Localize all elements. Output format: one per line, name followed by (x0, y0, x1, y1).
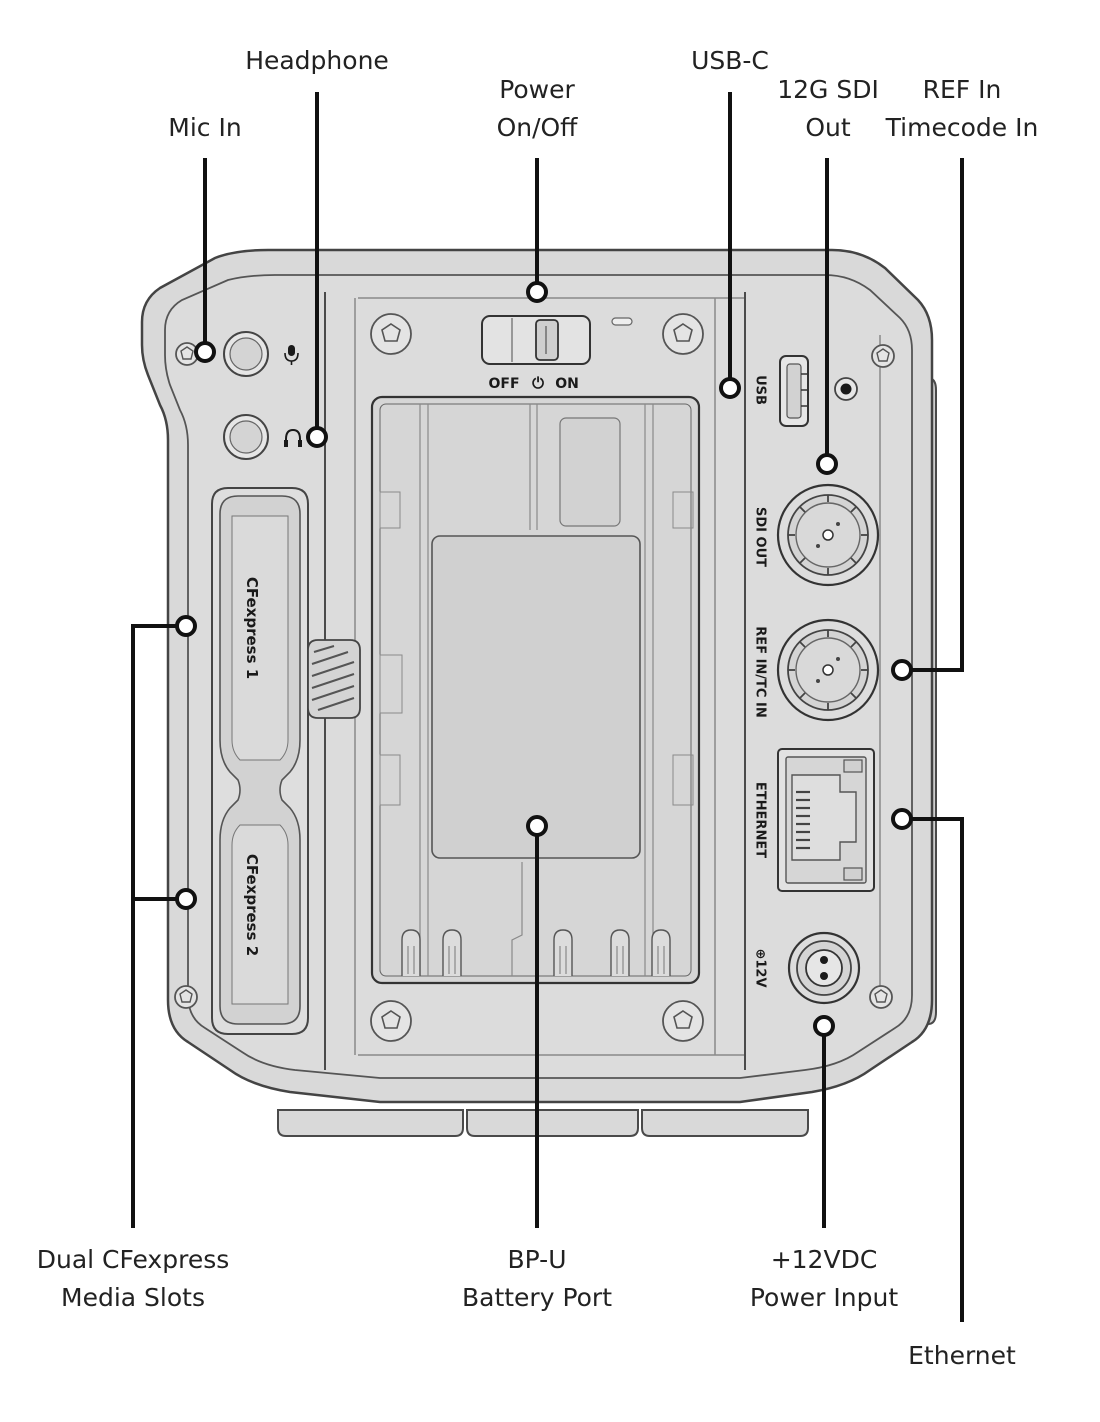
ethernet-callout: Ethernet (908, 1341, 1016, 1370)
cfexpress-slot-door (211, 487, 309, 1035)
slot-door-latch (307, 639, 361, 719)
plate-screw (370, 1000, 412, 1042)
headphone-dot (306, 426, 328, 448)
power-input-callout-line2: Power Input (750, 1283, 898, 1312)
sdi-callout-line2: Out (805, 113, 851, 142)
power-input-callout-line1: +12VDC (771, 1245, 878, 1274)
usb-c-callout: USB-C (691, 46, 769, 75)
record-indicator (834, 377, 858, 401)
mic-in-callout: Mic In (168, 113, 241, 142)
ref-callout-line1: REF In (923, 75, 1002, 104)
corner-screw (174, 985, 198, 1009)
ref-tc-panel-label: REF IN/TC IN (753, 626, 768, 717)
power-callout-line2: On/Off (497, 113, 579, 142)
microphone-icon (284, 345, 299, 365)
ethernet-port (777, 748, 875, 892)
power-led (611, 317, 633, 326)
leader-lines (131, 92, 964, 1322)
ref-in-leader (912, 158, 964, 672)
sdi-out-dot (816, 453, 838, 475)
usb-c-dot (719, 377, 741, 399)
corner-screw (869, 985, 893, 1009)
battery-port-dot (526, 815, 548, 837)
ethernet-dot (891, 808, 913, 830)
cfexpress-2-dot (175, 888, 197, 910)
battery-contact (442, 929, 462, 976)
battery-plate (370, 395, 701, 985)
switch-off-label: OFF (488, 376, 519, 392)
ethernet-leader (912, 817, 964, 1322)
usb-panel-label: USB (753, 375, 768, 405)
power-input-dot (813, 1015, 835, 1037)
ethernet-panel-label: ETHERNET (753, 782, 768, 858)
mic-in-dot (194, 341, 216, 363)
power-icon: ⏻ (532, 374, 544, 392)
usb-c-port (779, 355, 809, 427)
switch-on-label: ON (555, 376, 579, 392)
cfexpress-1-dot (175, 615, 197, 637)
battery-contact (553, 929, 573, 976)
callout-dots (175, 281, 913, 1037)
corner-screw (871, 344, 895, 368)
sdi-callout-line1: 12G SDI (777, 75, 879, 104)
headphone-jack (223, 414, 269, 460)
ref-in-dot (891, 659, 913, 681)
plate-screw (662, 1000, 704, 1042)
mic-in-jack (223, 331, 269, 377)
cfexpress-callout-line2: Media Slots (61, 1283, 205, 1312)
power-callout-line1: Power (499, 75, 575, 104)
plate-screw (370, 313, 412, 355)
cfexpress-leader (131, 624, 176, 1228)
dc-12v-panel-label: ⊕12V (753, 948, 768, 987)
sdi-out-panel-label: SDI OUT (753, 507, 768, 567)
battery-contact (651, 929, 671, 976)
headphone-icon (284, 428, 302, 447)
power-switch[interactable] (481, 315, 591, 365)
sdi-out-bnc-connector (776, 483, 880, 587)
cfexpress-callout-line1: Dual CFexpress (37, 1245, 230, 1274)
ref-timecode-bnc-connector (776, 618, 880, 722)
cfexpress-1-label: CFexpress 1 (243, 577, 261, 679)
headphone-callout: Headphone (245, 46, 389, 75)
plate-screw (662, 313, 704, 355)
dc-power-connector (787, 931, 861, 1005)
battery-contact (610, 929, 630, 976)
power-switch-dot (526, 281, 548, 303)
battery-callout-line2: Battery Port (462, 1283, 612, 1312)
battery-contact (401, 929, 421, 976)
cfexpress-2-label: CFexpress 2 (243, 854, 261, 956)
battery-callout-line1: BP-U (508, 1245, 567, 1274)
ref-callout-line2: Timecode In (885, 113, 1039, 142)
